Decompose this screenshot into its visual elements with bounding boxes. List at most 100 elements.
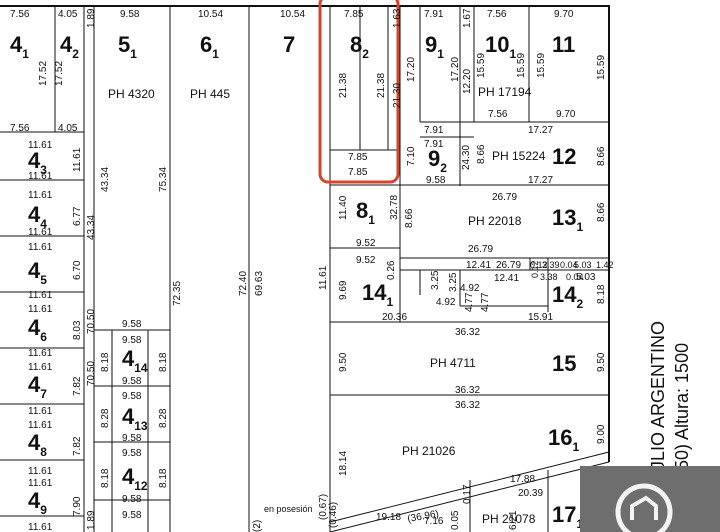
dimension-label: 3.39 bbox=[542, 260, 560, 270]
lot-label: 12 bbox=[552, 144, 576, 169]
dimension-label: 9.58 bbox=[122, 376, 142, 387]
dimension-label: 11.61 bbox=[318, 265, 329, 290]
dimension-label: 18.14 bbox=[338, 451, 349, 476]
dimension-label: 12.41 bbox=[466, 260, 491, 271]
lot-label: 49 bbox=[28, 488, 47, 517]
dimension-label: 8.28 bbox=[100, 408, 111, 428]
lot-label: 131 bbox=[552, 205, 583, 234]
dimension-label: 11.61 bbox=[28, 304, 53, 315]
dimension-label: 0.17 bbox=[462, 484, 473, 504]
dimension-label: 6.21 bbox=[508, 510, 519, 530]
dimension-label: 11.61 bbox=[28, 227, 53, 238]
dimension-label: 7.56 bbox=[10, 9, 30, 20]
dimension-label: 9.58 bbox=[122, 391, 142, 402]
dimension-label: 5.03 bbox=[576, 272, 596, 283]
dimension-label: 7.82 bbox=[72, 436, 83, 456]
dimension-label: 5.03 bbox=[574, 260, 592, 270]
dimension-label: 7.91 bbox=[424, 125, 444, 136]
dimension-label: 11.40 bbox=[338, 195, 349, 220]
ph-label: PH 4711 bbox=[430, 356, 476, 370]
dimension-label: 19.18 bbox=[376, 512, 401, 523]
ph-label: PH 17194 bbox=[478, 85, 532, 99]
dimension-label: 17.88 bbox=[510, 474, 535, 485]
dimension-label: 1.67 bbox=[462, 8, 473, 28]
dimension-label: 17.20 bbox=[450, 57, 461, 82]
dimension-label: 4.05 bbox=[58, 9, 78, 20]
dimension-label: 75.34 bbox=[158, 167, 169, 192]
dimension-label: 0.26 bbox=[386, 260, 397, 280]
dimension-label: 7.56 bbox=[488, 109, 508, 120]
lot-label: 141 bbox=[362, 280, 393, 309]
dimension-label: 11.61 bbox=[28, 406, 53, 417]
lot-numbers: 41 42 51 61 7 82 91 101 11 12 92 81 131 … bbox=[10, 32, 583, 531]
ph-label: PH 21078 bbox=[482, 512, 536, 526]
dimension-label: 17.27 bbox=[528, 125, 553, 136]
dimension-label: 9.58 bbox=[120, 9, 140, 20]
dimension-label: 36.32 bbox=[455, 327, 480, 338]
dimension-label: 7.82 bbox=[72, 376, 83, 396]
dimension-label: 7.85 bbox=[348, 167, 368, 178]
dimension-label: (0.67) bbox=[318, 494, 329, 520]
dimension-label: 8.18 bbox=[100, 352, 111, 372]
lot-label: 43 bbox=[28, 148, 47, 177]
dimension-label: 11.61 bbox=[28, 478, 53, 489]
dimension-label: (2) bbox=[252, 520, 263, 532]
dimension-label: 70.50 bbox=[86, 361, 97, 386]
dimension-label: 12.41 bbox=[494, 273, 519, 284]
dimension-label: 9.58 bbox=[426, 175, 446, 186]
dimension-label: 9.58 bbox=[122, 510, 142, 521]
lot-label: 51 bbox=[118, 32, 137, 61]
dimension-label: 70.50 bbox=[86, 309, 97, 334]
dimension-label: 72.35 bbox=[172, 281, 183, 306]
dimension-label: 11.61 bbox=[28, 190, 53, 201]
dimension-label: 11.61 bbox=[28, 522, 53, 532]
dimension-label: 0.04 bbox=[560, 260, 578, 270]
dimension-label: 15.59 bbox=[476, 53, 487, 78]
dimension-label: 8.18 bbox=[100, 468, 111, 488]
dimension-label: 8.66 bbox=[404, 208, 415, 228]
dimension-label: 8.18 bbox=[158, 468, 169, 488]
vertical-dimension-labels: 17.52 17.52 21.38 21.38 17.20 17.20 15.5… bbox=[38, 8, 607, 532]
dimension-label: 8.66 bbox=[596, 202, 607, 222]
dimension-label: 8.28 bbox=[158, 408, 169, 428]
highlight-box bbox=[318, 0, 400, 184]
dimension-label: 0.12 bbox=[530, 260, 540, 278]
dimension-label: 11.61 bbox=[28, 140, 53, 151]
lot-label: 91 bbox=[425, 32, 444, 61]
street-label: JLIO ARGENTINO 50) Altura: 1500 bbox=[648, 321, 692, 470]
dimension-label: 4.05 bbox=[58, 123, 78, 134]
lot-label: 81 bbox=[356, 198, 375, 227]
dimension-label: 7.16 bbox=[424, 516, 444, 527]
dimension-label: 17.52 bbox=[54, 61, 65, 86]
ph-label: PH 4320 bbox=[108, 87, 155, 101]
dimension-label: 7.56 bbox=[10, 123, 30, 134]
dimension-label: 36.32 bbox=[455, 385, 480, 396]
dimension-label: 9.50 bbox=[596, 352, 607, 372]
dimension-label: 26.79 bbox=[496, 260, 521, 271]
lot-label: 82 bbox=[350, 32, 369, 61]
dimension-label: 6.70 bbox=[72, 260, 83, 280]
lot-label: 171 bbox=[552, 502, 583, 531]
dimension-label: 3.38 bbox=[540, 272, 558, 282]
dimension-label: 4.92 bbox=[436, 297, 456, 308]
dimension-label: 9.70 bbox=[554, 9, 574, 20]
dimension-label: 21.38 bbox=[338, 73, 349, 98]
dimension-label: 17.27 bbox=[528, 175, 553, 186]
dimension-label: 11.61 bbox=[28, 362, 53, 373]
dimension-label: 8.66 bbox=[476, 144, 487, 164]
dimension-label: 43.34 bbox=[86, 215, 97, 240]
dimension-label: 8.66 bbox=[596, 146, 607, 166]
dimension-label: 69.63 bbox=[254, 271, 265, 296]
dimension-label: 20.39 bbox=[518, 488, 543, 499]
dimension-label: 9.58 bbox=[122, 494, 142, 505]
dimension-label: 32.78 bbox=[389, 195, 400, 220]
logo bbox=[580, 466, 720, 532]
dimension-label: 11.61 bbox=[28, 420, 53, 431]
dimension-label: (0.46) bbox=[328, 502, 339, 528]
lot-label: 47 bbox=[28, 372, 47, 401]
lot-label: 412 bbox=[122, 464, 148, 493]
ph-label: PH 21026 bbox=[402, 444, 456, 458]
dimension-label: 7.56 bbox=[487, 9, 507, 20]
dimension-label: 1.89 bbox=[86, 8, 97, 28]
dimension-label: 3.25 bbox=[430, 270, 441, 290]
